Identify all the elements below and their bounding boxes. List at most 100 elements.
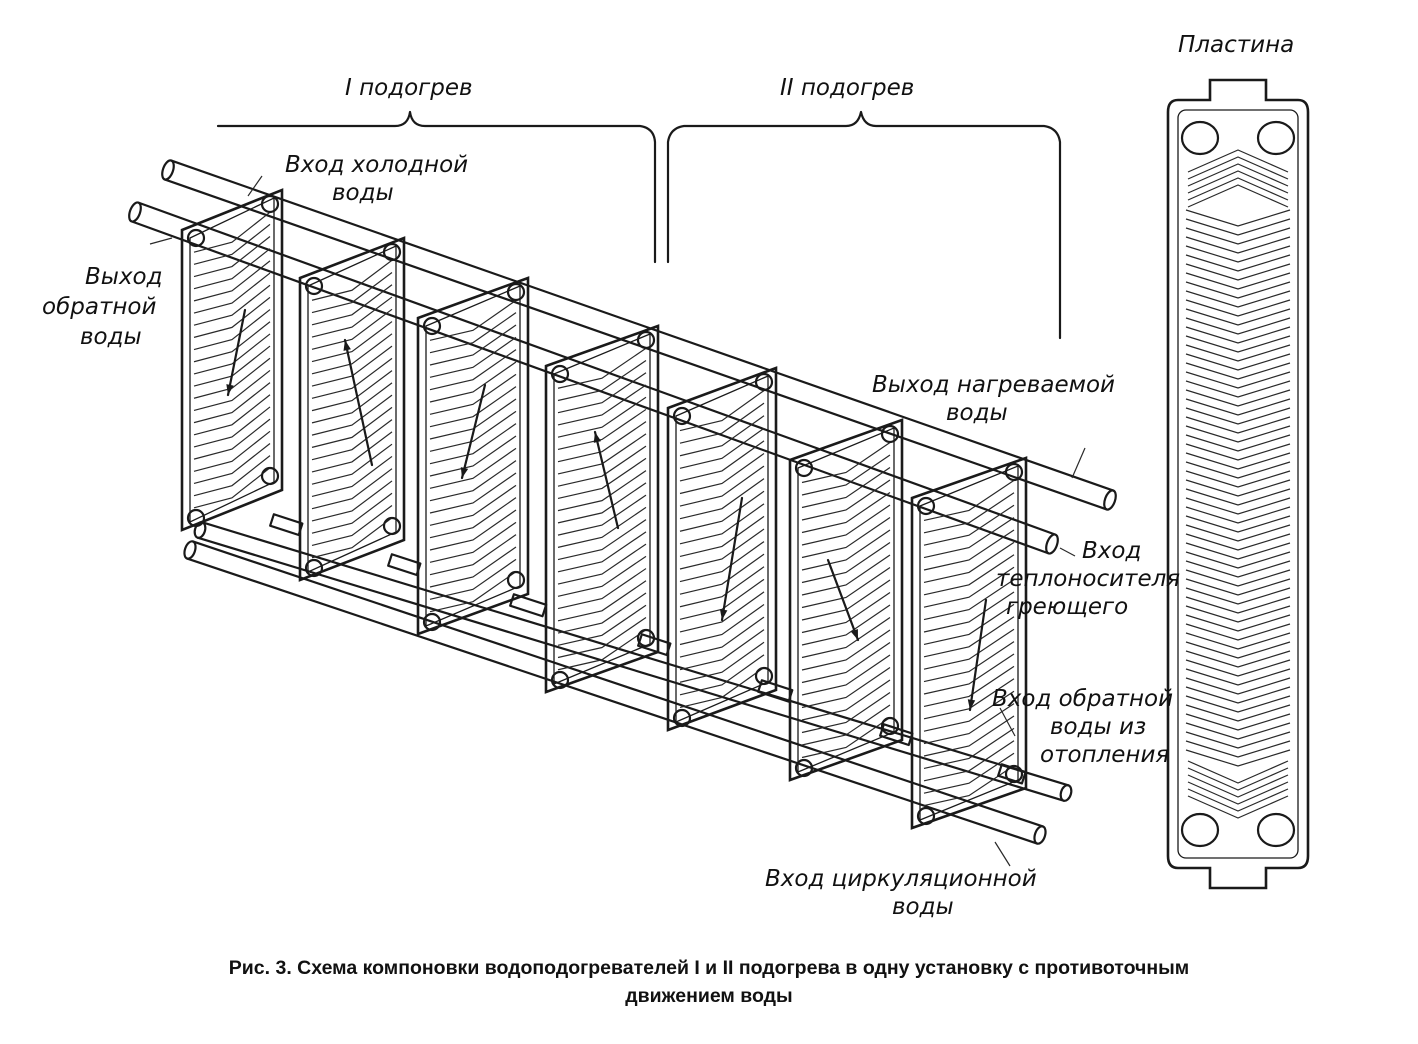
plate-1	[180, 188, 284, 532]
plate-corrugation-line	[429, 546, 517, 588]
plate-corrugation-line	[429, 423, 517, 465]
plate-corrugation-line	[801, 704, 891, 746]
plate-corrugation-line	[557, 347, 647, 389]
plate-detail-chevron	[1185, 398, 1291, 416]
plate-detail-chevron	[1185, 281, 1291, 299]
heating-medium-inlet-label-2: теплоносителя	[996, 566, 1180, 592]
stage-2-bracket	[666, 110, 1062, 340]
return-inlet-pipe-edge	[201, 521, 1070, 787]
plate-corrugation-line	[193, 333, 271, 375]
plate-corrugation-line	[557, 384, 647, 426]
return-water-pipe-edge	[137, 201, 1057, 536]
plate-detail-chevron	[1185, 650, 1291, 668]
plate-detail-chevron	[1185, 659, 1291, 677]
plate-detail-chevron	[1185, 515, 1291, 533]
plate-detail-distribution	[1187, 781, 1289, 805]
plate-corrugation-line	[679, 390, 765, 432]
heating-medium-inlet-label: Вход	[1082, 538, 1141, 564]
flow-arrow	[460, 383, 487, 480]
plate-corrugation-line	[429, 447, 517, 489]
plate-corrugation-line	[429, 349, 517, 391]
plate-corrugation-line	[679, 503, 765, 545]
plate-corrugation-line	[679, 402, 765, 444]
plate-corrugation-line	[679, 629, 765, 671]
plate-detail-chevron	[1185, 434, 1291, 452]
plate-inner-frame	[553, 333, 651, 685]
flow-arrow	[343, 338, 374, 467]
plate-corrugation-line	[923, 541, 1015, 583]
plate-detail-chevron	[1185, 452, 1291, 470]
plate-detail-chevron	[1185, 416, 1291, 434]
plate-corrugation-line	[801, 717, 891, 759]
plate-corrugation-line	[557, 617, 647, 659]
plate-detail-chevron	[1185, 299, 1291, 317]
plate-detail-port	[1180, 812, 1220, 848]
plate-detail-chevron	[1185, 578, 1291, 596]
plate-corrugation-line	[311, 468, 393, 510]
leader-lines	[149, 175, 1086, 867]
plate-port	[550, 364, 570, 384]
plate-port	[304, 276, 324, 296]
plate-corrugation-line	[193, 321, 271, 363]
plate-frame	[416, 276, 530, 636]
plate-5	[666, 366, 778, 732]
plate-corrugation-line	[429, 558, 517, 600]
plate-corrugation-line	[311, 296, 393, 338]
plate-corrugation-line	[679, 616, 765, 658]
plate-corrugation-line	[557, 445, 647, 487]
plate-corrugation-line	[679, 553, 765, 595]
return-water-outlet-label-2: обратной	[42, 294, 156, 320]
circulation-pipe-end	[1033, 825, 1047, 845]
flow-arrow	[593, 430, 620, 530]
plate-corrugation-line	[923, 690, 1015, 732]
return-inlet-label-3: отопления	[1040, 742, 1169, 768]
cold-water-pipe-edge	[170, 159, 1115, 492]
plate-corrugation-line	[923, 678, 1015, 720]
plate-port	[1004, 462, 1024, 482]
plate-corrugation-line	[311, 333, 393, 375]
return-inlet-pipe-end	[1059, 784, 1073, 802]
plate-corrugation-line	[557, 629, 647, 671]
flow-arrow-head	[719, 609, 728, 620]
connector-tube	[997, 763, 1027, 785]
plate-detail-chevron	[1185, 362, 1291, 380]
plate-corrugation-line	[311, 308, 393, 350]
flow-arrow-head	[593, 432, 602, 443]
return-water-outlet-label: Выход	[85, 264, 163, 290]
connector-tube	[637, 633, 672, 657]
plate-port	[550, 670, 570, 690]
plate-port	[506, 570, 526, 590]
plate-corrugation-line	[801, 667, 891, 709]
plate-detail-chevron	[1185, 317, 1291, 335]
plate-corrugation-line	[193, 272, 271, 314]
plate-detail-chevron	[1185, 542, 1291, 560]
plate-corrugation-line	[557, 470, 647, 512]
plate-detail-chevron	[1185, 569, 1291, 587]
plate-corrugation-line	[679, 541, 765, 583]
plate-corrugation-line	[429, 497, 517, 539]
return-inlet-label-2: воды из	[1050, 714, 1146, 740]
plate-port	[506, 282, 526, 302]
plate-detail-chevron	[1185, 497, 1291, 515]
plate-corrugation-line	[193, 236, 271, 278]
plate-detail-chevron	[1185, 632, 1291, 650]
plate-corrugation-line	[557, 457, 647, 499]
plate-corrugation-line	[193, 211, 271, 253]
plate-corrugation-line	[801, 454, 891, 496]
plate-detail-chevron	[1185, 389, 1291, 407]
plate-detail-chevron	[1185, 479, 1291, 497]
flow-arrow-head	[967, 699, 976, 710]
cold-water-inlet-label-2: воды	[332, 180, 394, 206]
plate-corrugation-line	[557, 592, 647, 634]
plate-detail-chevron	[1185, 326, 1291, 344]
plate-detail-distribution	[1187, 760, 1289, 784]
plate-port	[422, 316, 442, 336]
plate-corrugation-line	[193, 382, 271, 424]
plate-corrugation-line	[923, 727, 1015, 769]
plate-corrugation-line	[801, 492, 891, 534]
stage-1-label: I подогрев	[345, 75, 473, 101]
circulation-pipe-end	[183, 540, 197, 560]
plate-inner-frame	[919, 465, 1019, 821]
plate-detail-chevron	[1185, 209, 1291, 227]
plate-detail-chevron	[1185, 254, 1291, 272]
